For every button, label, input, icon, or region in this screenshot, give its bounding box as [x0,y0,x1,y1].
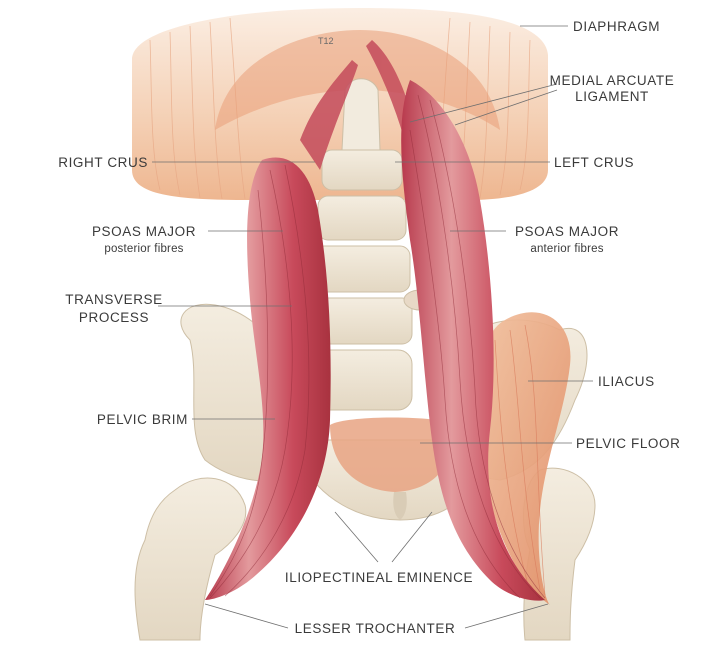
label-psoas-major-right: PSOAS MAJOR [92,224,196,239]
label-lesser-trochanter: LESSER TROCHANTER [295,621,456,636]
label-medial-arcuate-2: LIGAMENT [575,89,649,104]
label-pelvic-floor: PELVIC FLOOR [576,436,680,451]
pelvic-floor [330,417,455,492]
label-iliopectineal: ILIOPECTINEAL EMINENCE [285,570,473,585]
vertebra-label: T12 [318,36,334,46]
label-medial-arcuate-1: MEDIAL ARCUATE [550,73,675,88]
label-left-crus: LEFT CRUS [554,155,634,170]
label-psoas-right-sub: posterior fibres [104,243,183,255]
label-right-crus: RIGHT CRUS [58,155,148,170]
label-transverse-2: PROCESS [79,310,149,325]
label-psoas-left-sub: anterior fibres [530,243,603,255]
leader-lines [152,25,593,629]
label-transverse-1: TRANSVERSE [65,292,163,307]
psoas-major-right [205,157,331,600]
label-pelvic-brim: PELVIC BRIM [97,412,188,427]
label-psoas-major-left: PSOAS MAJOR [515,224,619,239]
label-iliacus: ILIACUS [598,374,655,389]
label-diaphragm: DIAPHRAGM [573,19,660,34]
psoas-major-left [401,80,546,601]
iliacus-muscle [475,312,571,605]
